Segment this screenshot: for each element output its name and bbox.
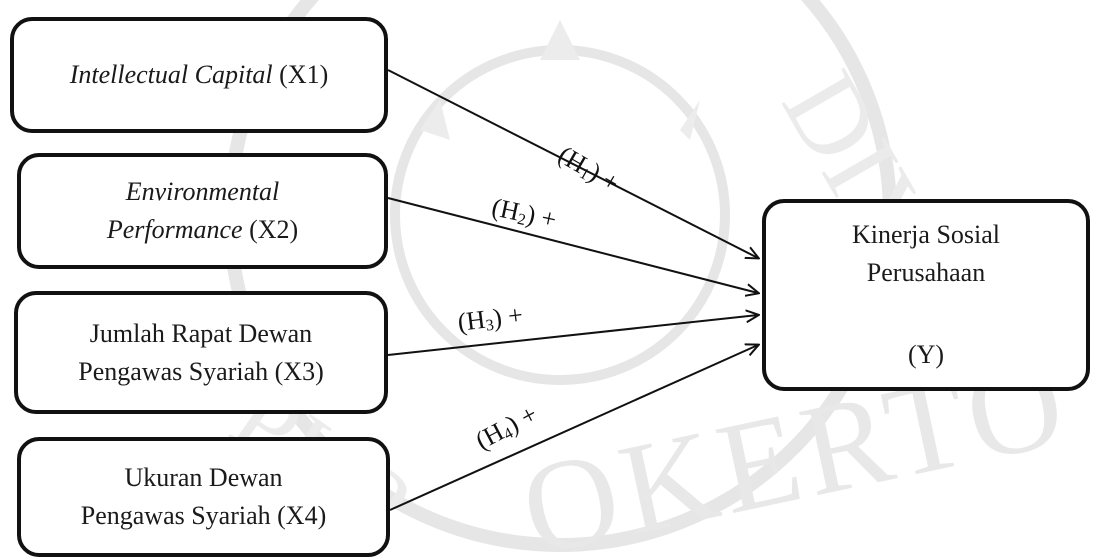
x2-label-line2: Performance (X2) <box>106 215 299 244</box>
x3-label-line2: Pengawas Syariah (X3) <box>78 356 324 386</box>
variable-box-x3: Jumlah Rapat Dewan Pengawas Syariah (X3) <box>14 291 388 414</box>
y-label-line2: Perusahaan <box>866 258 986 288</box>
x4-label-line1: Ukuran Dewan <box>124 463 283 493</box>
variable-box-x2: Environmental Performance (X2) <box>17 153 388 269</box>
y-label-line1: Kinerja Sosial <box>851 220 1001 250</box>
x2-label-line1: Environmental <box>125 177 280 207</box>
x3-label-line1: Jumlah Rapat Dewan <box>89 318 313 348</box>
y-label-line3: (Y) <box>907 339 945 369</box>
variable-box-x1: Intellectual Capital (X1) <box>10 17 388 133</box>
x4-label-line2: Pengawas Syariah (X4) <box>80 501 327 530</box>
x1-label: Intellectual Capital (X1) <box>69 60 329 90</box>
arrow-h1 <box>387 69 758 258</box>
arrow-h2 <box>387 197 758 293</box>
variable-box-x4: Ukuran Dewan Pengawas Syariah (X4) <box>17 437 390 557</box>
arrow-h4 <box>389 345 758 511</box>
arrow-h3 <box>387 315 758 356</box>
variable-box-y: Kinerja Sosial Perusahaan (Y) <box>762 199 1090 391</box>
